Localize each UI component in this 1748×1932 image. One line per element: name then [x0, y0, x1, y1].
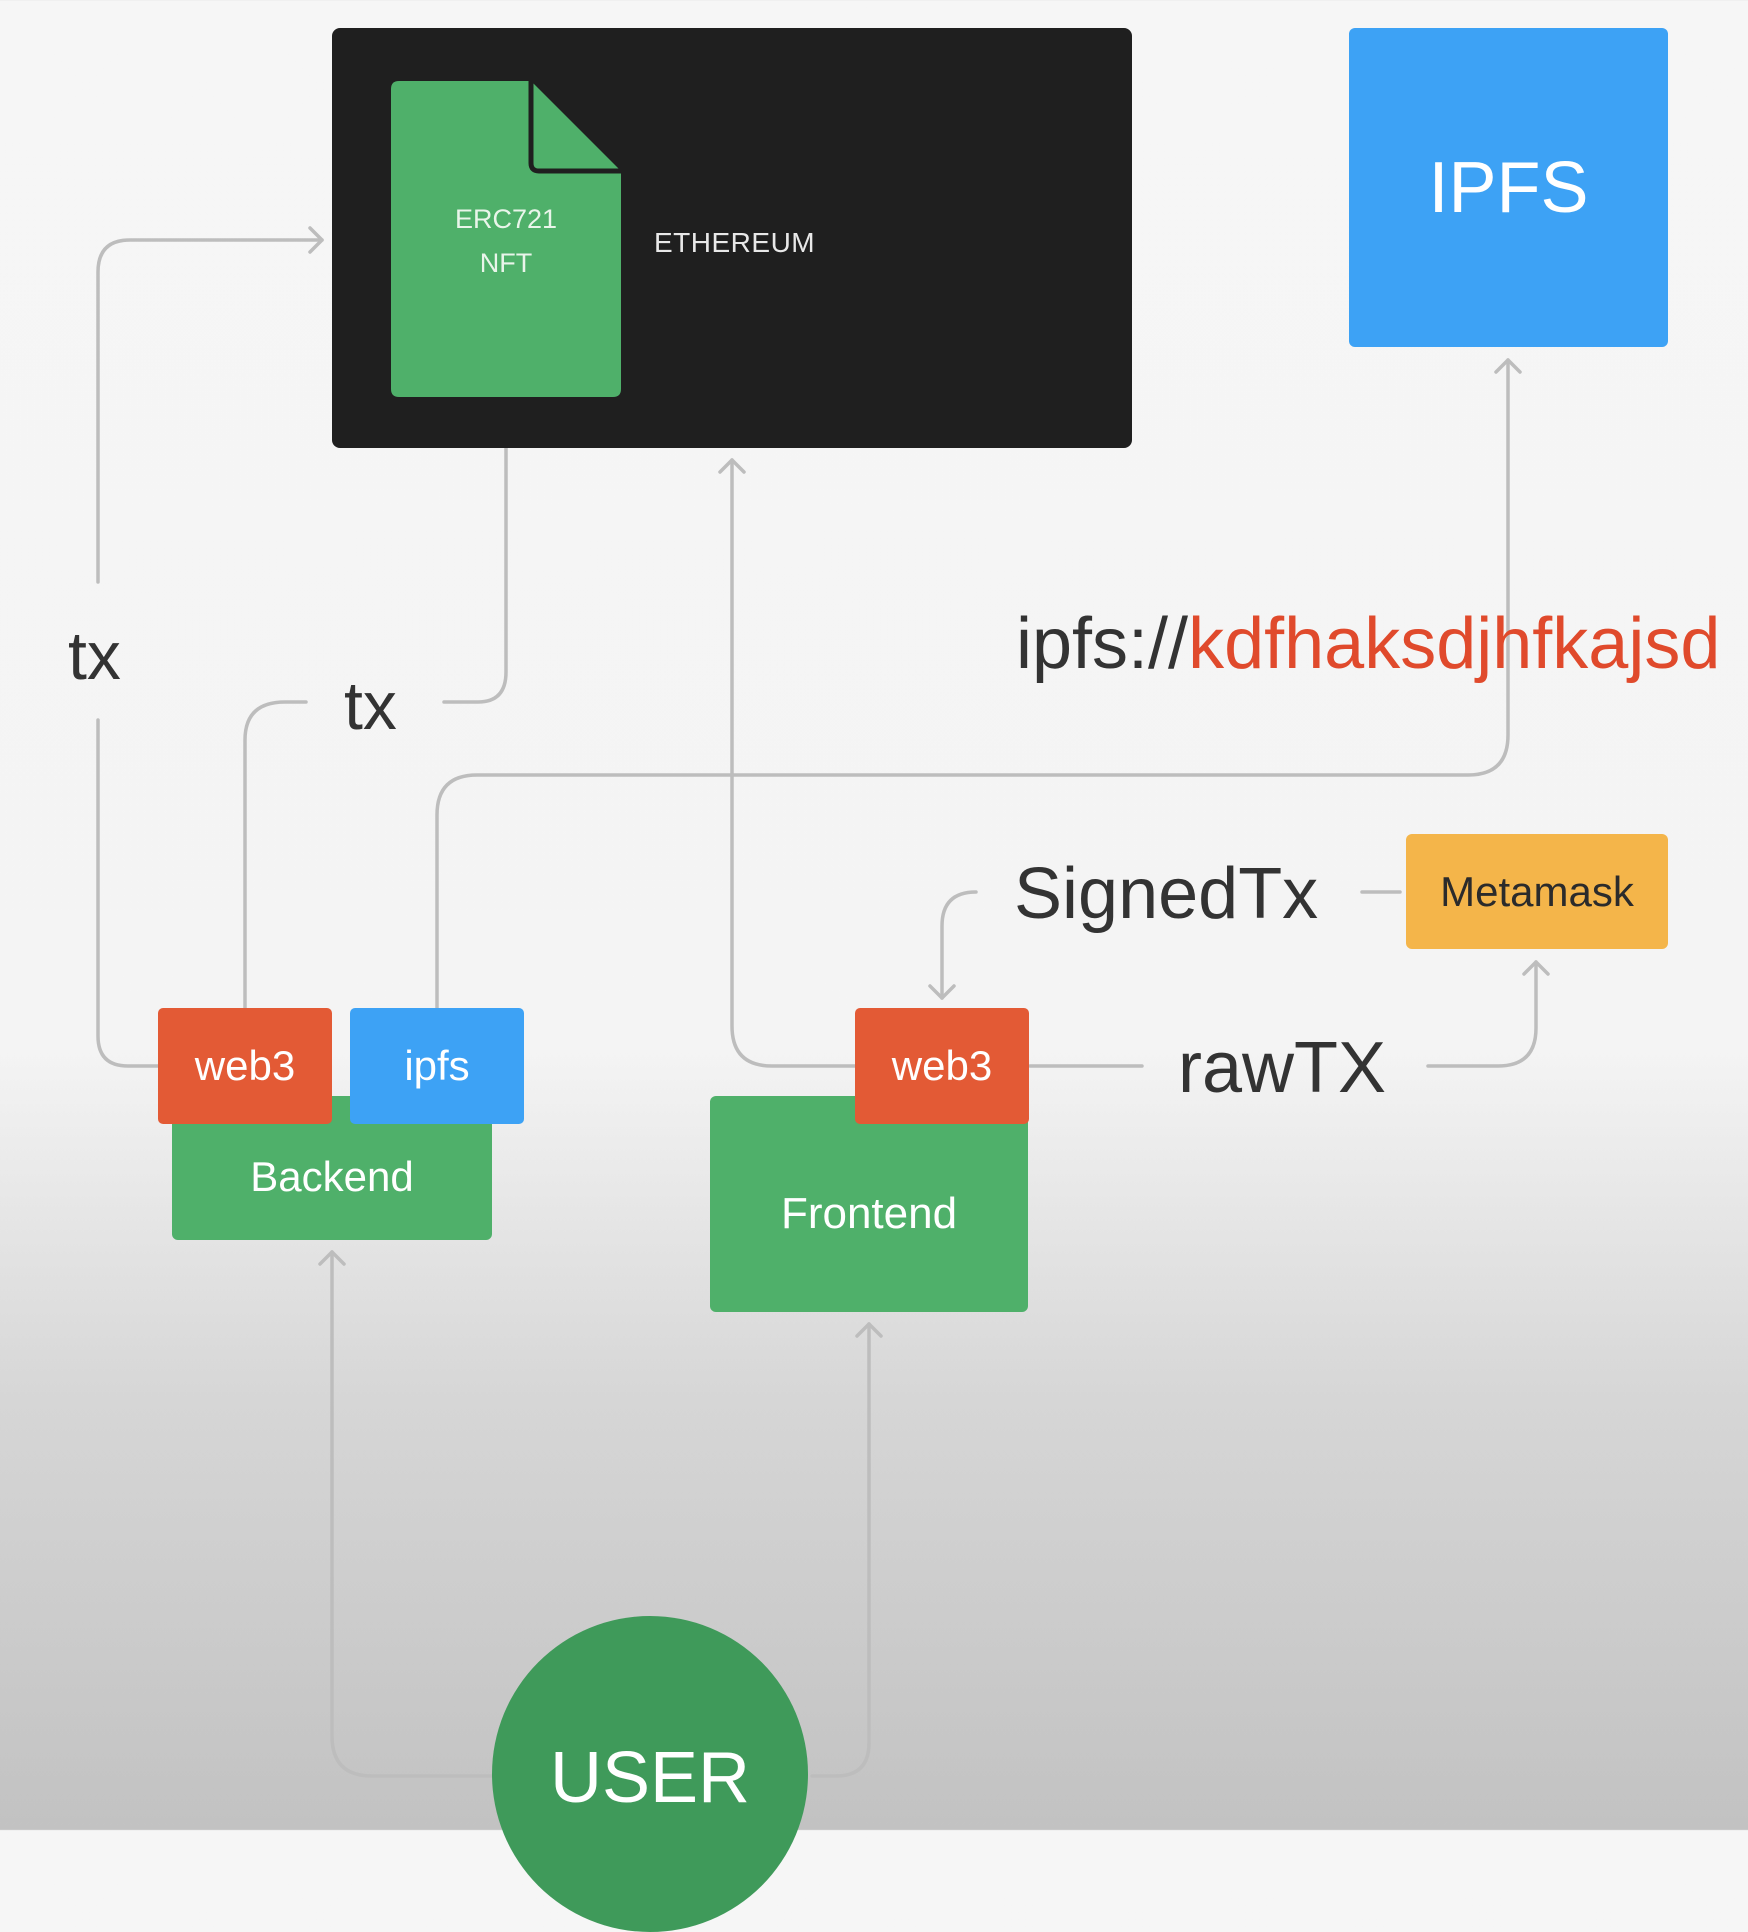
frontend-node: Frontend [710, 1096, 1028, 1312]
metamask-label: Metamask [1440, 867, 1634, 915]
edge-backend-ipfs-to-ipfs [435, 358, 1522, 1010]
edge-user-to-backend [318, 1250, 494, 1778]
backend-ipfs-label: ipfs [404, 1042, 470, 1089]
edge-label-tx-middle: tx [344, 668, 397, 744]
ipfs-uri-label: ipfs://kdfhaksdjhfkajsd [1016, 608, 1720, 680]
nft-contract-document-icon [391, 81, 621, 397]
user-label: USER [549, 1738, 751, 1818]
backend-web3-label: web3 [194, 1042, 296, 1089]
ipfs-node-label: IPFS [1428, 147, 1589, 228]
frontend-web3-module: web3 [855, 1008, 1029, 1124]
edge-label-raw-tx: rawTX [1178, 1028, 1387, 1108]
edge-frontend-web3-to-ethereum [718, 458, 857, 1068]
ethereum-label: ETHEREUM [654, 227, 816, 258]
connectors [96, 226, 1550, 1778]
nft-contract-label: ERC721 NFT [391, 197, 621, 285]
edge-user-to-frontend [810, 1322, 883, 1778]
backend-ipfs-module: ipfs [350, 1008, 524, 1124]
edge-tx-left-to-ethereum [96, 226, 324, 584]
nft-contract-type: NFT [479, 248, 533, 278]
nft-contract-standard: ERC721 [454, 204, 558, 234]
ipfs-uri-prefix: ipfs:// [1016, 604, 1189, 684]
edge-label-tx-left: tx [68, 618, 121, 694]
backend-web3-module: web3 [158, 1008, 332, 1124]
ipfs-node: IPFS [1349, 28, 1668, 347]
edge-backend-web3-up [243, 700, 308, 1010]
edge-tx-mid-to-nft [442, 408, 520, 704]
frontend-label: Frontend [780, 1189, 958, 1238]
ipfs-uri-hash: kdfhaksdjhfkajsd [1188, 604, 1721, 684]
frontend-web3-label: web3 [891, 1042, 993, 1089]
edge-rawtx-to-metamask [1426, 960, 1550, 1068]
edge-signedtx-to-frontend [928, 890, 978, 1000]
backend-label: Backend [250, 1153, 414, 1200]
edge-backend-web3-to-ethereum-left [96, 718, 160, 1068]
edge-label-signed-tx: SignedTx [1014, 854, 1319, 934]
metamask-node: Metamask [1406, 834, 1668, 949]
